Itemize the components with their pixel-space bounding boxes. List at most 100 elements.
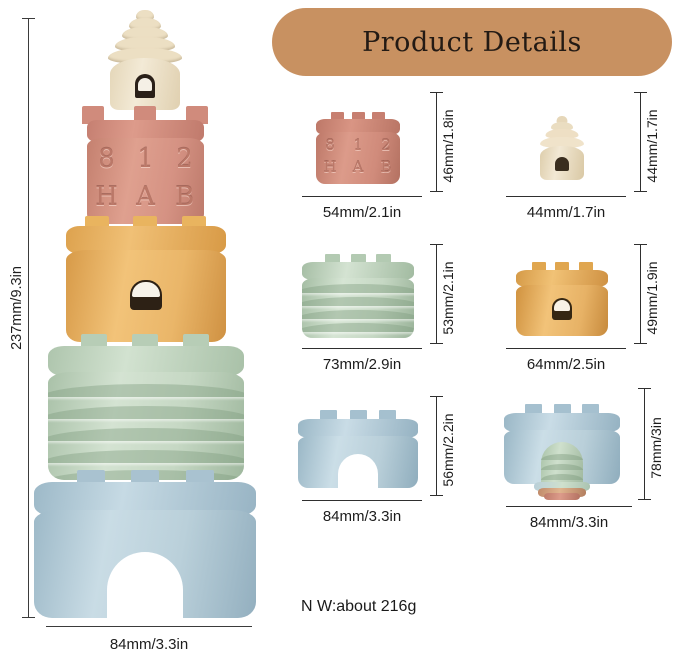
part-width-label: 64mm/2.5in: [526, 356, 606, 373]
tower-turret-body: [110, 58, 180, 110]
pink-ring-crenellations: [30, 106, 260, 124]
dimension-cap-bottom: [430, 343, 443, 344]
part-width-dimension: 73mm/2.9in: [302, 348, 422, 373]
tower-width-dimension: 84mm/3.3in: [46, 626, 252, 653]
tower-height-dimension: 237mm/9.3in: [2, 18, 36, 618]
part-illustration: 44mm/1.7in: [498, 92, 660, 192]
dimension-line-horizontal: [506, 196, 626, 197]
part-height-dimension: 78mm/3in: [638, 388, 672, 500]
wave-band: [48, 384, 244, 397]
part-height-dimension: 44mm/1.7in: [634, 92, 668, 192]
part-illustration: 49mm/1.9in: [498, 244, 660, 344]
assembled-tower-panel: 237mm/9.3in 8 1 2 H: [0, 0, 272, 667]
emboss-char: A: [352, 158, 364, 176]
emboss-number-row: 8 1 2: [316, 136, 400, 154]
crenellation: [555, 262, 569, 273]
cone-tier-2: [551, 122, 573, 131]
part-width-dimension: 54mm/2.1in: [302, 196, 422, 221]
part-illustration: 8 1 2 H A B 46mm/1.8in: [294, 92, 456, 192]
part-illustration: 56mm/2.2in: [294, 396, 456, 496]
emboss-char: H: [95, 182, 118, 212]
dimension-line-vertical: [644, 388, 645, 500]
nested-rim-tan: [538, 488, 586, 497]
mini-body: [504, 430, 620, 484]
numbered-ring-art: 8 1 2 H A B: [316, 112, 400, 184]
parts-grid: 8 1 2 H A B 46mm/1.8in: [278, 92, 679, 592]
dimension-cap-bottom: [430, 495, 443, 496]
part-height-label: 56mm/2.2in: [440, 413, 456, 487]
cone-tier-1: [136, 10, 154, 21]
part-width-dimension: 44mm/1.7in: [506, 196, 626, 221]
mini-crenellations: [516, 262, 608, 273]
mini-body: [516, 285, 608, 336]
part-illustration: 53mm/2.1in: [294, 244, 456, 344]
mini-body: [298, 436, 418, 488]
golden-ring-window: [130, 280, 162, 310]
cone-tier-3: [545, 129, 579, 139]
wave-band: [302, 284, 414, 293]
part-width-label: 84mm/3.3in: [322, 508, 402, 525]
door-base-art: [298, 410, 418, 488]
mini-body: [540, 146, 584, 180]
golden-window-ring: [66, 250, 226, 342]
emboss-letter-row: H A B: [87, 182, 204, 212]
dimension-cap-bottom: [430, 191, 443, 192]
part-card-wave-ring: 53mm/2.1in 73mm/2.9in: [294, 244, 456, 373]
green-wave-ring: [48, 372, 244, 480]
mini-collar: [516, 270, 608, 287]
dimension-line-vertical: [436, 92, 437, 192]
window-ring-art: [516, 262, 608, 336]
part-width-dimension: 84mm/3.3in: [302, 500, 422, 525]
part-card-window-ring: 49mm/1.9in 64mm/2.5in: [498, 244, 660, 373]
nested-stack-art: [504, 404, 620, 500]
dimension-cap-bottom: [634, 343, 647, 344]
crenellation: [82, 106, 104, 124]
dimension-line-vertical: [436, 244, 437, 344]
wave-band: [302, 297, 414, 306]
part-height-dimension: 56mm/2.2in: [430, 396, 464, 496]
dimension-line-horizontal: [506, 506, 632, 507]
part-width-label: 54mm/2.1in: [322, 204, 402, 221]
mini-collar: [504, 413, 620, 432]
emboss-char: 2: [381, 136, 391, 154]
nested-rim-pink: [544, 493, 580, 500]
net-weight-label: N W:about 216g: [301, 598, 417, 615]
mini-body: [302, 278, 414, 338]
wave-band: [48, 428, 244, 441]
crenellation: [578, 262, 593, 273]
emboss-char: 2: [176, 144, 193, 174]
emboss-char: 8: [325, 136, 335, 154]
turret-window: [555, 157, 569, 171]
page-title: Product Details: [362, 26, 582, 58]
nested-green-ring: [541, 442, 583, 484]
dimension-line-horizontal: [46, 626, 252, 627]
emboss-char: A: [136, 182, 155, 212]
emboss-char: 1: [137, 144, 154, 174]
part-card-door-base: 56mm/2.2in 84mm/3.3in: [294, 396, 456, 525]
dimension-cap-bottom: [22, 617, 35, 618]
emboss-char: H: [323, 158, 337, 176]
pink-ring-collar: [87, 120, 204, 142]
window-ring-window: [552, 298, 572, 320]
emboss-char: 1: [353, 136, 363, 154]
mini-collar: [302, 262, 414, 280]
dimension-line-horizontal: [506, 348, 626, 349]
emboss-char: 8: [98, 144, 115, 174]
part-height-label: 44mm/1.7in: [644, 109, 660, 183]
cone-tier-1: [556, 116, 568, 124]
part-illustration: 78mm/3in: [498, 388, 664, 500]
assembled-tower-illustration: 8 1 2 H A B: [30, 8, 260, 618]
part-card-numbered-ring: 8 1 2 H A B 46mm/1.8in: [294, 92, 456, 221]
turret-window: [135, 74, 155, 98]
part-width-dimension: 64mm/2.5in: [506, 348, 626, 373]
emboss-number-row: 8 1 2: [87, 144, 204, 174]
part-card-nested-stack: 78mm/3in 84mm/3.3in: [498, 388, 664, 531]
wave-ring-art: [302, 254, 414, 338]
wave-band: [48, 406, 244, 419]
wave-band: [302, 323, 414, 332]
emboss-char: B: [174, 182, 195, 212]
pink-numbered-ring: 8 1 2 H A B: [87, 138, 204, 224]
mini-crenellations: [316, 112, 400, 123]
emboss-letter-row: H A B: [316, 158, 400, 176]
dimension-line-horizontal: [302, 500, 422, 501]
